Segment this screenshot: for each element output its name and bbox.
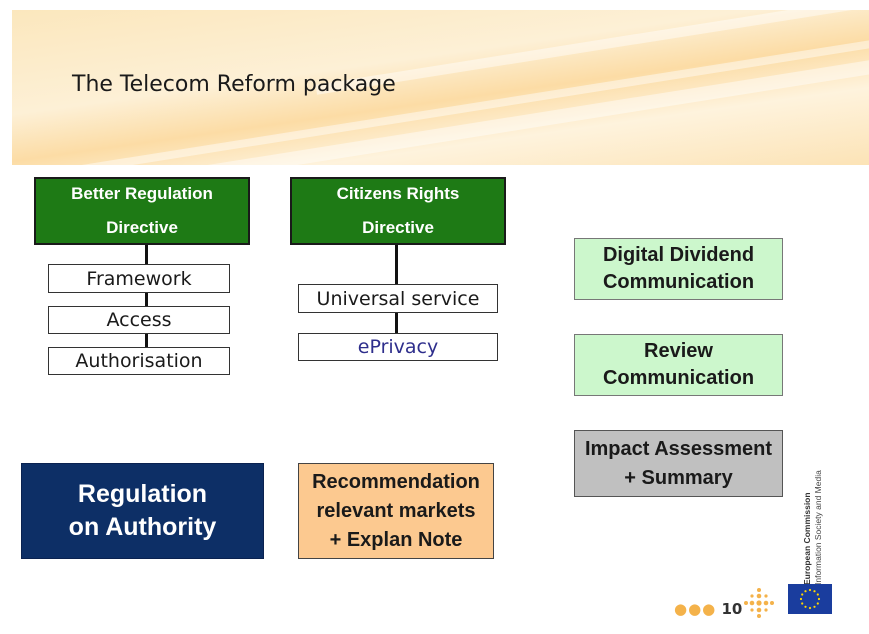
banner-streak [12,34,869,165]
recommendation-line3: + Explan Note [329,528,463,551]
connector-line [395,244,398,284]
decorative-dots-icon [744,588,774,618]
digital-dividend-line1: Digital Dividend [602,244,755,266]
impact-assessment-box: Impact Assessment + Summary [574,430,783,497]
regulation-line2: on Authority [68,513,217,541]
citizens-rights-directive-box: Citizens Rights Directive [290,177,506,245]
review-line2: Communication [602,367,755,389]
citizens-rights-line1: Citizens Rights [336,184,460,203]
connector-line [145,244,148,264]
connector-line [145,333,148,347]
ec-dept-name: Information Society and Media [813,470,823,585]
universal-service-label: Universal service [316,287,480,310]
digital-dividend-box: Digital Dividend Communication [574,238,783,300]
regulation-on-authority-box: Regulation on Authority [21,463,264,559]
authorisation-box: Authorisation [48,347,230,375]
access-label: Access [106,309,172,331]
connector-line [145,292,148,306]
eu-flag-icon [788,584,832,614]
slide-title: The Telecom Reform package [72,72,396,97]
page-dots: ●●● [674,600,717,618]
digital-dividend-line2: Communication [602,271,755,293]
universal-service-box: Universal service [298,284,498,313]
better-regulation-line1: Better Regulation [71,184,213,203]
impact-line2: + Summary [624,466,733,489]
review-line1: Review [644,340,713,362]
access-box: Access [48,306,230,334]
eprivacy-label: ePrivacy [357,336,439,358]
impact-line1: Impact Assessment [584,437,773,460]
better-regulation-directive-box: Better Regulation Directive [34,177,250,245]
regulation-line1: Regulation [77,480,208,508]
authorisation-label: Authorisation [75,350,203,372]
recommendation-line2: relevant markets [316,499,476,522]
european-commission-logo-text: European Commission Information Society … [802,470,823,585]
title-banner: The Telecom Reform package [12,10,869,165]
eprivacy-box: ePrivacy [298,333,498,361]
framework-box: Framework [48,264,230,293]
framework-label: Framework [86,267,192,290]
review-communication-box: Review Communication [574,334,783,396]
better-regulation-line2: Directive [106,218,178,237]
recommendation-box: Recommendation relevant markets + Explan… [298,463,494,559]
ec-org-name: European Commission [802,492,812,585]
citizens-rights-line2: Directive [362,218,434,237]
page-number-value: 10 [721,600,743,618]
page-number: ●●● 10 [674,600,742,618]
recommendation-line1: Recommendation [312,470,480,493]
connector-line [395,313,398,333]
